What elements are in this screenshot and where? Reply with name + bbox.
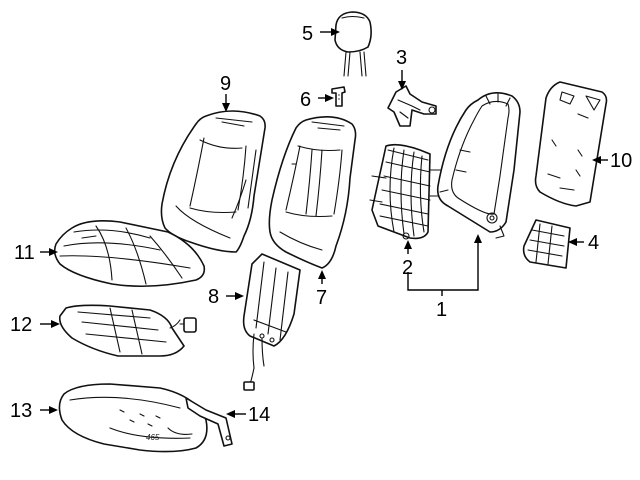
callout-2: 2	[402, 257, 413, 279]
callout-8: 8	[208, 286, 219, 308]
seat-heater-part	[58, 304, 197, 357]
seatback-cover-part	[160, 110, 266, 253]
callout-7: 7	[316, 287, 327, 309]
part-stamp-text: 465	[146, 433, 160, 442]
lumbar-module-part	[522, 219, 571, 269]
callout-14: 14	[248, 404, 270, 426]
callout-12: 12	[10, 314, 32, 336]
callout-6: 6	[300, 89, 311, 111]
headrest-guide-part	[331, 86, 346, 107]
recliner-bracket-part	[387, 85, 437, 127]
seat-cushion-foam-part: 465	[58, 383, 208, 453]
callout-leaders	[40, 28, 608, 418]
callout-4: 4	[588, 232, 599, 254]
callout-9: 9	[220, 73, 231, 95]
seatback-pad-part	[268, 116, 357, 269]
callout-1: 1	[436, 299, 447, 321]
backrest-panel-part	[242, 253, 301, 391]
seatback-frame-part	[436, 92, 521, 239]
seat-cushion-cover-part	[53, 220, 206, 288]
callout-5: 5	[302, 23, 313, 45]
headrest-part	[334, 11, 372, 77]
back-panel-part	[534, 81, 608, 207]
lumbar-support-part	[369, 143, 441, 240]
callout-10: 10	[610, 150, 632, 172]
callout-11: 11	[14, 242, 35, 264]
callout-labels: 5 6 3 9 10 11 4 2 7 1 8 12 13 14	[10, 23, 632, 426]
callout-13: 13	[10, 400, 32, 422]
callout-3: 3	[396, 47, 407, 69]
seat-bracket-part	[185, 397, 233, 447]
